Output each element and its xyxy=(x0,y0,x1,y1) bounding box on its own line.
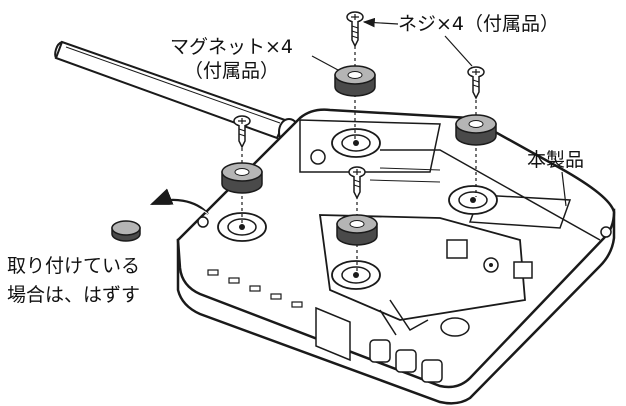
assembly-guide-lines xyxy=(241,46,477,272)
rubber-foot xyxy=(111,220,141,242)
magnet-label-line1: マグネット×4 xyxy=(170,36,294,58)
screw xyxy=(467,66,485,100)
magnet xyxy=(221,162,263,194)
magnet-seats xyxy=(217,128,498,290)
magnet xyxy=(336,214,378,246)
magnet-label-line2: （付属品） xyxy=(184,60,280,82)
screw xyxy=(346,11,364,48)
magnet-label: マグネット×4 （付属品） xyxy=(170,35,293,83)
remove-instruction-label: 取り付けている 場合は、はずす xyxy=(7,252,140,310)
remove-label-line1: 取り付けている xyxy=(7,255,141,277)
screw xyxy=(233,115,251,149)
product-label: 本製品 xyxy=(527,149,585,171)
magnet xyxy=(455,114,497,146)
remove-arrow xyxy=(149,188,209,215)
screw-label: ネジ×4（付属品） xyxy=(398,13,560,35)
magnet xyxy=(334,65,376,97)
remove-label-line2: 場合は、はずす xyxy=(7,284,141,306)
leader-lines xyxy=(311,17,567,207)
screw xyxy=(348,166,366,200)
device-body xyxy=(176,108,616,405)
